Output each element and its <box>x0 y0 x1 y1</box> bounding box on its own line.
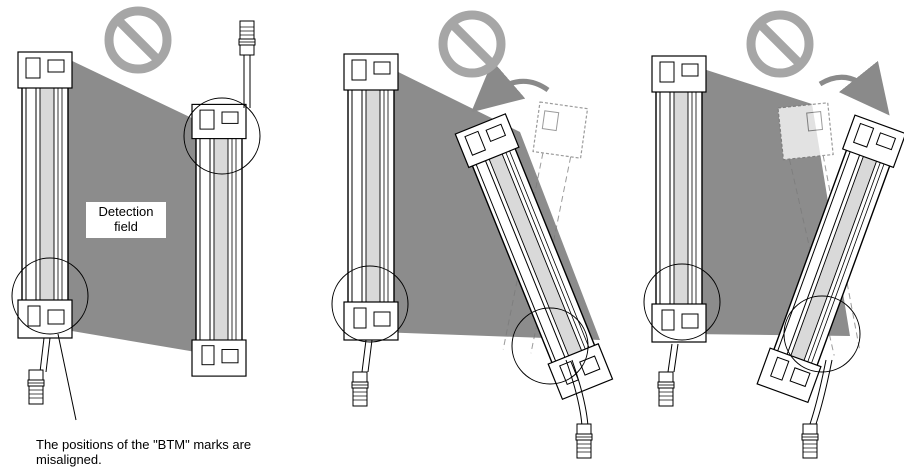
connector-icon <box>238 20 256 56</box>
connector-icon <box>27 369 45 405</box>
connector-icon <box>801 423 819 459</box>
curved-arrow-icon <box>471 60 550 113</box>
curved-arrow-icon <box>818 60 890 116</box>
receiver-unit <box>191 103 247 377</box>
panel-tilted-forward <box>331 15 614 459</box>
emitter-unit <box>343 53 399 341</box>
leader-line <box>57 333 77 421</box>
highlight-circle-left <box>643 263 721 341</box>
connector-icon <box>351 371 369 407</box>
highlight-circle-right <box>783 295 861 373</box>
highlight-circle-left <box>331 265 409 343</box>
highlight-circle-bottom <box>11 257 89 335</box>
prohibit-icon <box>443 15 501 73</box>
prohibit-icon <box>109 11 167 69</box>
highlight-circle-right <box>511 307 589 385</box>
highlight-circle-top <box>183 97 261 175</box>
prohibit-icon <box>751 15 809 73</box>
emitter-unit <box>651 55 707 343</box>
connector-icon <box>657 371 675 407</box>
emitter-unit <box>17 51 73 339</box>
misalignment-caption: The positions of the "BTM" marks are mis… <box>36 437 252 467</box>
connector-icon <box>575 423 593 459</box>
detection-field-label: Detection field <box>86 202 166 238</box>
panel-tilted-backward <box>643 15 904 459</box>
